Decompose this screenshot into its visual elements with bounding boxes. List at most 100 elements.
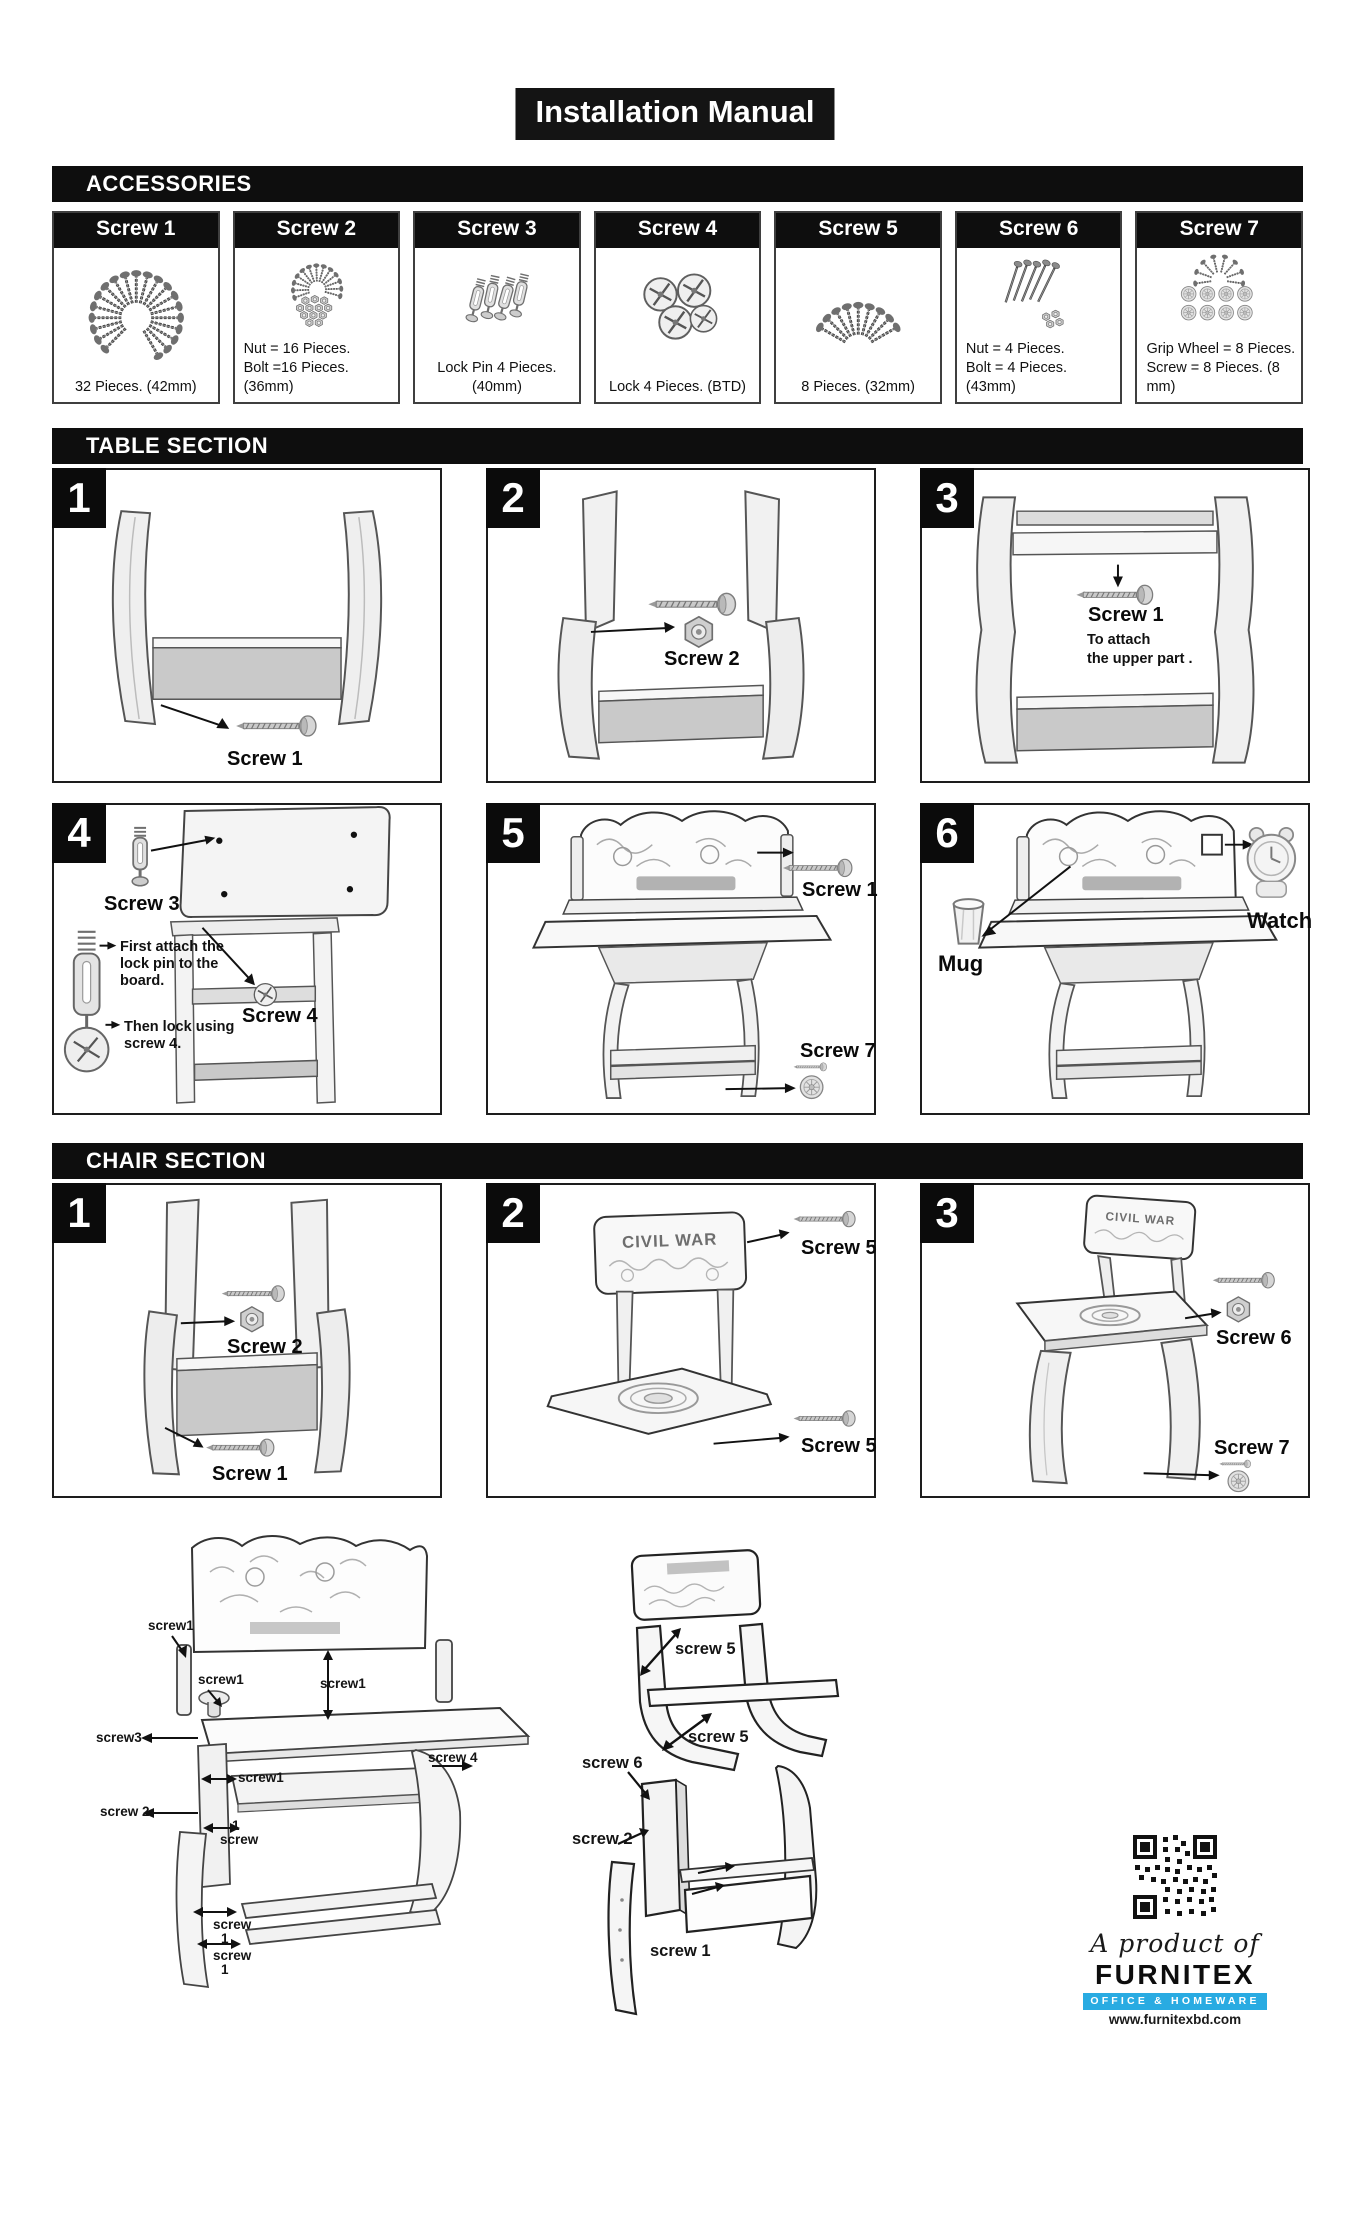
accessory-caption: Grip Wheel = 8 Pieces. Screw = 8 Pieces.…	[1146, 341, 1296, 396]
step-number: 1	[52, 1183, 106, 1243]
exploded-label: screw 2	[572, 1830, 633, 1848]
step-note: First attach the	[120, 939, 224, 955]
cam-lock-icon	[253, 982, 278, 1007]
product-of-text: A product of	[1090, 1929, 1260, 1958]
accessory-caption: 8 Pieces. (32mm)	[801, 379, 915, 396]
nut-icon	[684, 615, 714, 648]
exploded-label: screw 1	[650, 1942, 711, 1960]
step-number: 2	[486, 1183, 540, 1243]
step-note: Then lock using	[124, 1019, 235, 1035]
watch-label: Watch	[1247, 908, 1313, 933]
backrest-art-text: CIVIL WAR	[1105, 1209, 1176, 1228]
chair-header-label: CHAIR SECTION	[86, 1148, 267, 1173]
accessory-title: Screw 2	[234, 213, 399, 248]
accessory-title: Screw 5	[776, 213, 940, 248]
exploded-label: 1	[221, 1962, 229, 1977]
screw-fan-nuts-icon	[235, 248, 399, 340]
screw-icon	[221, 1285, 285, 1303]
exploded-chair-art	[607, 1549, 840, 2016]
accessory-card-screw7: Screw 7 Grip Wheel = 8 Pieces. Screw = 8…	[1135, 211, 1304, 404]
small-screw-icon	[1218, 1459, 1252, 1469]
exploded-label: screw1	[238, 1770, 284, 1785]
exploded-label: screw 5	[675, 1640, 736, 1658]
exploded-label: screw1	[320, 1676, 366, 1691]
screw-label: Screw 7	[800, 1040, 876, 1062]
step-note: board.	[120, 973, 165, 989]
qr-code	[1131, 1833, 1219, 1921]
accessory-card-screw6: Screw 6 Nut = 4 Pieces. Bolt = 4 Pieces.…	[954, 211, 1123, 404]
screw-label: Screw 2	[227, 1336, 303, 1358]
step-number: 1	[52, 468, 106, 528]
screw-label: Screw 3	[104, 893, 180, 915]
lock-pin-icon	[130, 826, 150, 888]
exploded-label: screw3	[96, 1730, 142, 1745]
accessory-card-screw1: Screw 1 32 Pieces. (42mm)	[52, 211, 220, 404]
step-note: the upper part .	[1087, 651, 1193, 667]
accessory-caption: 32 Pieces. (42mm)	[74, 379, 197, 396]
table-step-6: 6	[920, 803, 1313, 1115]
chair-step-1: 1 Screw 2 Screw 1	[52, 1183, 442, 1498]
accessory-title: Screw 6	[956, 213, 1121, 248]
lock-pins-icon	[415, 248, 579, 359]
exploded-label: screw1	[198, 1672, 244, 1687]
table-steps-row2: 4	[52, 803, 1313, 1115]
chair-step-3: 3 CIVIL WAR	[920, 1183, 1310, 1498]
exploded-label: screw	[213, 1948, 252, 1963]
cam-locks-icon	[596, 248, 760, 378]
step-number: 3	[920, 1183, 974, 1243]
table-header-label: TABLE SECTION	[86, 433, 269, 458]
exploded-chair-diagram: screw 5 screw 5 screw 6 screw 2 screw 1	[520, 1540, 920, 2032]
exploded-label: screw	[213, 1917, 252, 1932]
screw-icon	[1075, 584, 1154, 606]
accessory-card-screw2: Screw 2 Nu	[232, 211, 401, 404]
accessories-row: Screw 1 32 Pieces. (42mm) Screw 2	[52, 211, 1304, 404]
exploded-label: 1	[232, 1818, 240, 1833]
table-step-4: 4	[52, 803, 442, 1115]
screw-fan-icon	[54, 248, 218, 378]
step-note: lock pin to the	[120, 956, 219, 972]
table-step-5: 5	[486, 803, 878, 1115]
brand-division-bar: OFFICE & HOMEWARE	[1083, 1993, 1267, 2010]
accessory-title: Screw 4	[595, 213, 760, 248]
branding-block: A product of FURNITEX OFFICE & HOMEWARE …	[1075, 1833, 1275, 2027]
screw-icon	[647, 592, 737, 616]
accessory-caption: Lock 4 Pieces. (BTD)	[609, 379, 747, 396]
mug-label: Mug	[938, 951, 984, 976]
step-number: 3	[920, 468, 974, 528]
screw-label: Screw 1	[802, 879, 878, 901]
backrest-art-text: CIVIL WAR	[622, 1230, 718, 1252]
table-step-1: 1 Screw 1	[52, 468, 442, 783]
small-screw-icon	[793, 1062, 828, 1072]
exploded-label: screw 6	[582, 1754, 643, 1772]
accessory-card-screw3: Screw 3 Lock Pin 4 Pieces. (40mm)	[413, 211, 581, 404]
screw-label: Screw 7	[1214, 1437, 1290, 1459]
screw-icon	[1212, 1272, 1275, 1289]
exploded-table-diagram: screw1 screw1 screw1 screw3 screw 4 scre…	[80, 1532, 580, 2022]
accessory-caption: Lock Pin 4 Pieces. (40mm)	[437, 360, 557, 396]
step-number: 6	[920, 803, 974, 863]
chair-steps-row: 1 Screw 2 Screw 1 2	[52, 1183, 1310, 1498]
screw-icon	[205, 1438, 275, 1457]
screw-label: Screw 6	[1216, 1327, 1292, 1349]
grip-wheels-icon	[1137, 248, 1301, 340]
screw-label: Screw 1	[212, 1463, 288, 1485]
chair-section-header: CHAIR SECTION	[52, 1143, 1303, 1179]
table-frame-illustration	[557, 490, 805, 760]
exploded-table-art	[141, 1535, 531, 1989]
accessory-title: Screw 7	[1137, 213, 1302, 248]
step-number: 5	[486, 803, 540, 863]
nut-icon	[1226, 1296, 1251, 1323]
table-section-header: TABLE SECTION	[52, 428, 1303, 464]
screw-label: Screw 1	[1088, 604, 1164, 626]
exploded-label: screw 2	[100, 1804, 150, 1819]
accessories-section-header: ACCESSORIES	[52, 166, 1303, 202]
screw-label: Screw 5	[801, 1237, 877, 1259]
grip-wheel-icon	[799, 1075, 824, 1100]
chair-frame-illustration	[143, 1198, 351, 1476]
screw-label: Screw 2	[664, 648, 740, 670]
screw-icon	[793, 1410, 856, 1427]
table-frame-illustration	[975, 496, 1255, 764]
accessory-title: Screw 3	[415, 213, 579, 248]
screw-label: Screw 1	[227, 748, 303, 770]
chair-backrest-seat-illustration: CIVIL WAR	[546, 1210, 856, 1445]
